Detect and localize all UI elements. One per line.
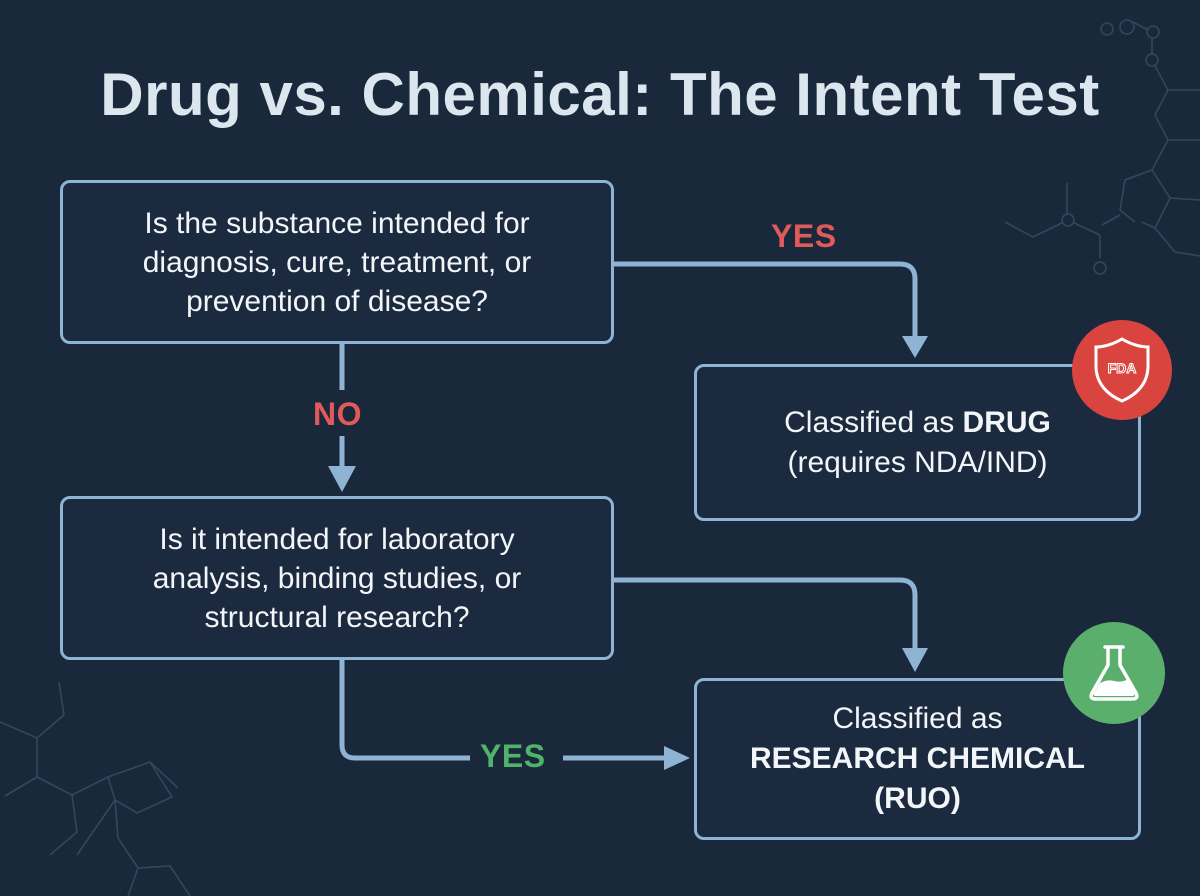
page-title: Drug vs. Chemical: The Intent Test xyxy=(100,61,1100,128)
question-line: diagnosis, cure, treatment, or xyxy=(142,245,532,279)
result-node-drug: Classified as DRUG (requires NDA/IND) xyxy=(694,364,1141,521)
result-prefix: Classified as xyxy=(784,405,963,439)
fda-badge: FDA xyxy=(1072,320,1172,420)
result-line: (requires NDA/IND) xyxy=(787,445,1048,479)
edge-label-yes-research: YES xyxy=(480,738,546,774)
question-line: prevention of disease? xyxy=(186,284,488,318)
decision-node-intended-for-research: Is it intended for laboratory analysis, … xyxy=(60,496,614,660)
fda-shield-icon: FDA xyxy=(1094,337,1150,403)
svg-text:FDA: FDA xyxy=(1108,360,1137,376)
molecule-decoration-bottom-left xyxy=(0,681,191,896)
question-line: Is the substance intended for xyxy=(144,206,530,240)
result-emphasis: DRUG xyxy=(962,405,1051,439)
flask-badge xyxy=(1063,622,1165,724)
result-line: Classified as xyxy=(832,702,1003,735)
question-line: Is it intended for laboratory xyxy=(159,522,515,556)
flask-icon xyxy=(1089,645,1139,701)
edge-label-yes-drug: YES xyxy=(771,218,837,254)
result-node-research-chemical: Classified as RESEARCH CHEMICAL (RUO) xyxy=(694,678,1141,840)
edge-label-no: NO xyxy=(313,396,362,432)
decision-node-intended-for-disease: Is the substance intended for diagnosis,… xyxy=(60,180,614,344)
result-line: (RUO) xyxy=(874,782,961,815)
result-line: Classified as DRUG xyxy=(784,403,1051,443)
question-line: analysis, binding studies, or xyxy=(152,561,522,595)
question-line: structural research? xyxy=(204,600,470,634)
result-emphasis: RESEARCH CHEMICAL xyxy=(749,742,1085,775)
